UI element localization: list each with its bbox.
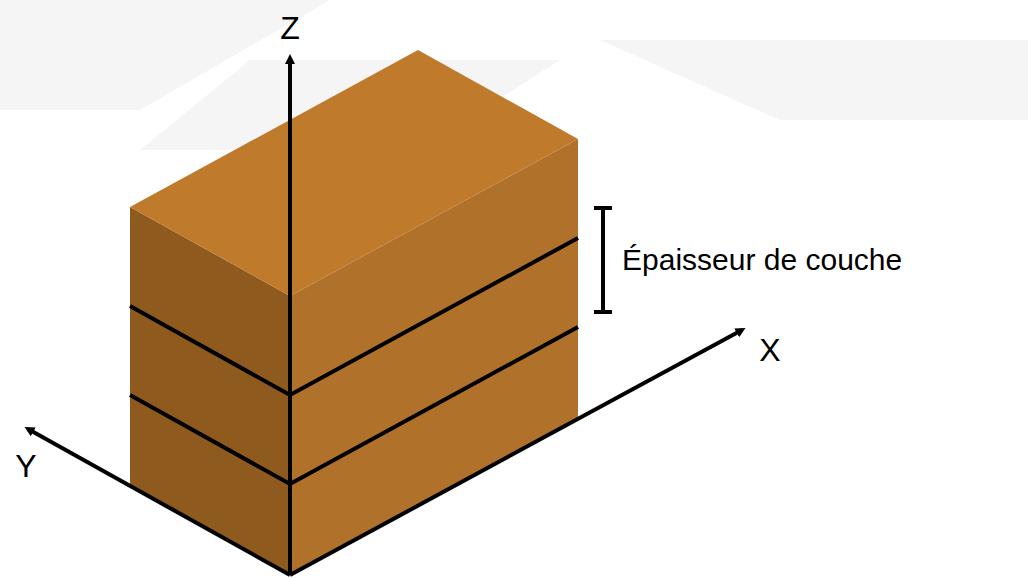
axes (28, 58, 742, 575)
axis-label: Y (15, 450, 36, 482)
box-top-face (130, 50, 578, 296)
axis-label: Z (280, 12, 300, 44)
layer-lines (130, 238, 578, 484)
dimension-label: Épaisseur de couche (622, 245, 902, 275)
axis-label: X (759, 334, 780, 366)
thickness-bracket (594, 208, 612, 312)
